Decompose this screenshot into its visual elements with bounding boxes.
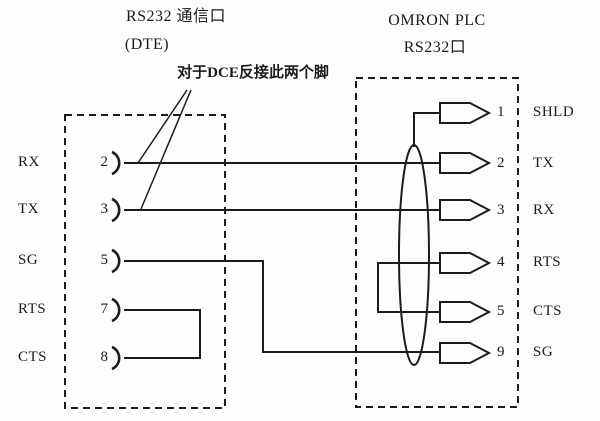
- dte-pin2-socket-icon: [111, 150, 121, 176]
- plc-header-title: OMRON PLC: [388, 12, 486, 29]
- plc-label-shld: SHLD: [533, 104, 575, 120]
- annotation-leader-line-pin2: [137, 89, 188, 164]
- plc-pin4-plug-icon: [439, 252, 492, 274]
- plc-pin9-plug-icon: [439, 342, 492, 364]
- dte-label-cts: CTS: [18, 349, 48, 365]
- plc-pin5-plug-icon: [439, 301, 492, 323]
- dte-label-sg: SG: [18, 252, 39, 268]
- plc-label-sg: SG: [533, 344, 554, 360]
- plc-pin1-plug-icon: [439, 102, 492, 124]
- plc-label-cts: CTS: [533, 303, 563, 319]
- dte-pin-number-7: 7: [100, 301, 109, 317]
- cable-shield-ellipse: [398, 144, 430, 366]
- plc-label-tx: TX: [533, 155, 554, 171]
- dte-pin7-socket-icon: [111, 297, 121, 323]
- dte-pin-number-5: 5: [100, 252, 109, 268]
- dte-header-subtitle: (DTE): [124, 36, 170, 53]
- wire-shield-to-plc1: [413, 112, 440, 147]
- wire-dte5-to-plc9: [124, 260, 440, 353]
- annotation-leader-line-pin3: [140, 89, 192, 210]
- dte-pin3-socket-icon: [111, 197, 121, 223]
- plc-header-subtitle: RS232口: [403, 39, 467, 56]
- plc-label-rx: RX: [533, 202, 555, 218]
- plc-pin-number-4: 4: [497, 254, 505, 270]
- plc-pin-number-1: 1: [497, 104, 505, 120]
- dte-label-tx: TX: [18, 201, 39, 217]
- dte-pin-number-2: 2: [100, 154, 109, 170]
- jumper-plc-rts-cts: [377, 262, 440, 313]
- plc-connector-box: [355, 77, 519, 408]
- dte-label-rx: RX: [18, 154, 40, 170]
- jumper-dte-rts-cts: [124, 309, 201, 359]
- dce-annotation: 对于DCE反接此两个脚: [177, 65, 329, 81]
- plc-pin-number-9: 9: [497, 344, 505, 360]
- plc-pin-number-3: 3: [497, 202, 505, 218]
- dte-pin-number-3: 3: [100, 201, 109, 217]
- dte-pin-number-8: 8: [100, 349, 109, 365]
- dte-header-title: RS232 通信口: [125, 8, 227, 25]
- plc-label-rts: RTS: [533, 254, 562, 270]
- plc-pin3-plug-icon: [439, 199, 492, 221]
- dte-label-rts: RTS: [18, 301, 47, 317]
- plc-pin2-plug-icon: [439, 152, 492, 174]
- plc-pin-number-5: 5: [497, 303, 505, 319]
- dte-pin8-socket-icon: [111, 345, 121, 371]
- plc-pin-number-2: 2: [497, 155, 505, 171]
- dte-pin5-socket-icon: [111, 248, 121, 274]
